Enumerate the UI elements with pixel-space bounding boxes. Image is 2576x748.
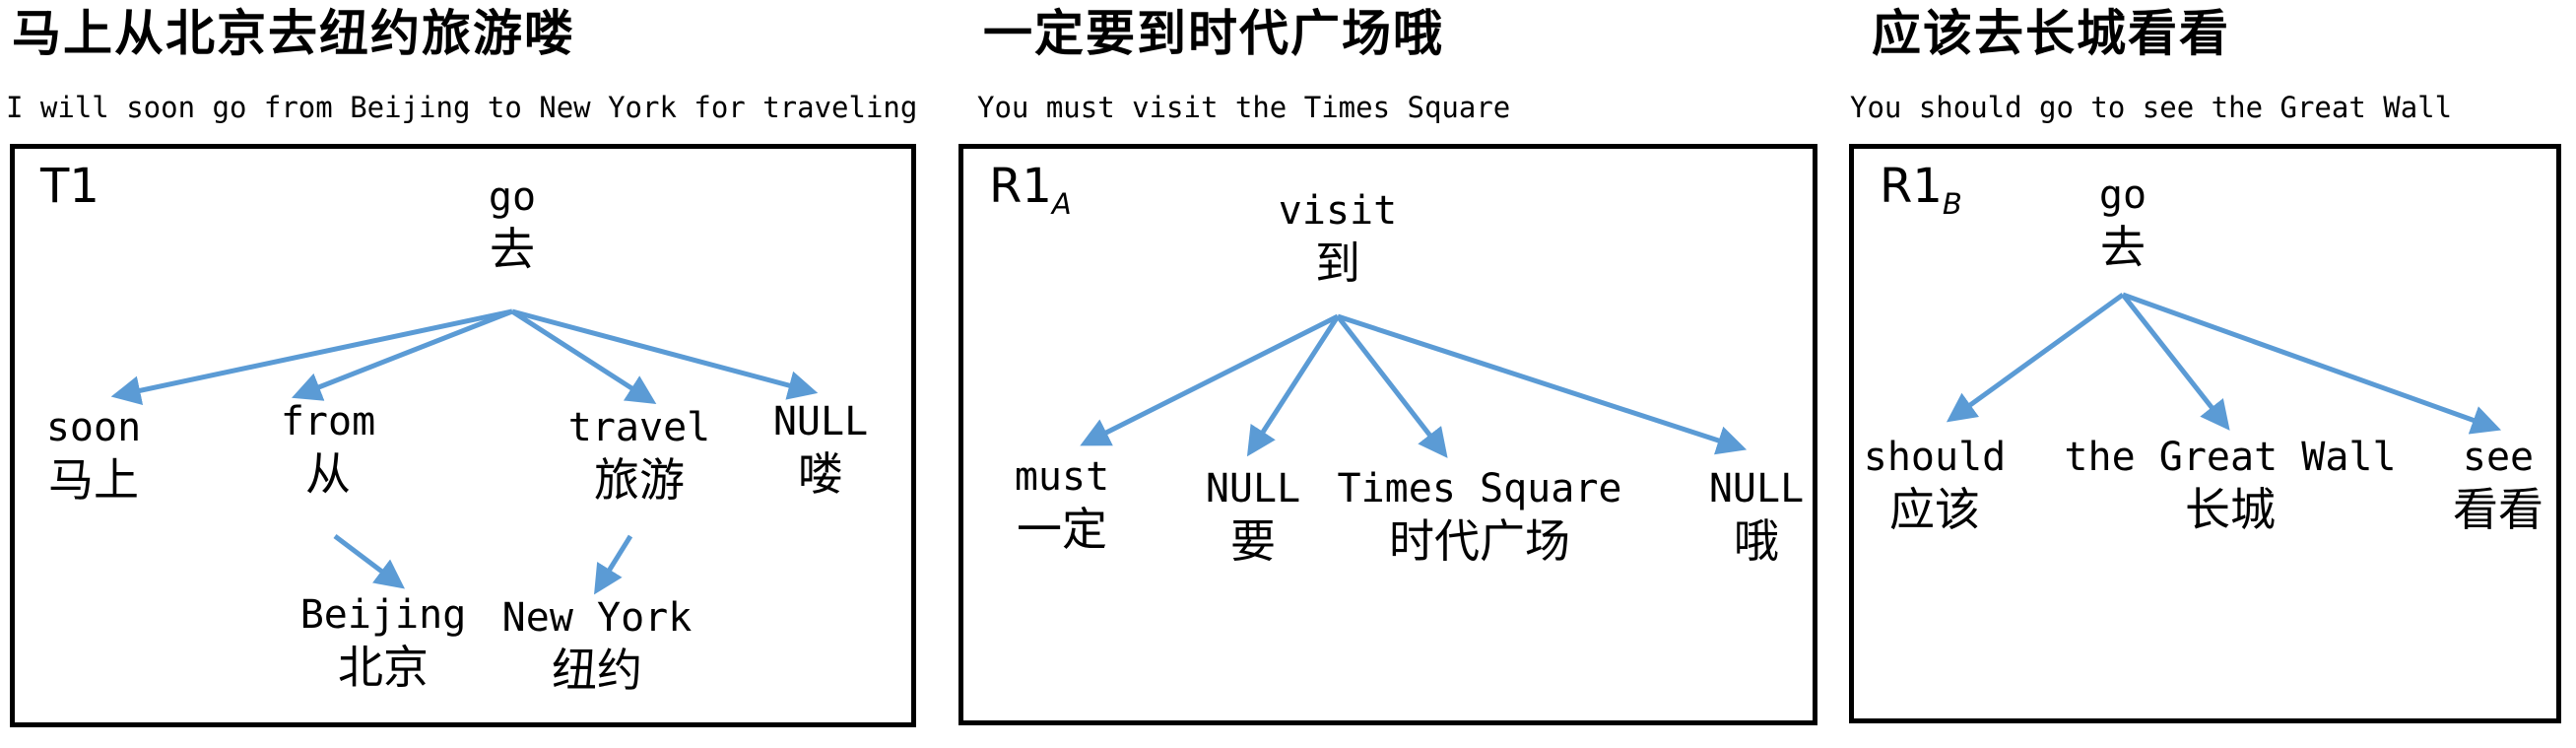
panel1-grandchild-node-beijing: Beijing 北京 — [300, 594, 467, 691]
node-english: travel — [567, 405, 711, 450]
node-chinese: 旅游 — [594, 453, 685, 507]
panel3-tree-box: R1B go 去 should 应该 the Great Wall 长城 see… — [1849, 144, 2561, 723]
panel2-subtitle-english: You must visit the Times Square — [977, 91, 1511, 124]
edge-visit-to-null1 — [1246, 314, 1341, 457]
panel1-child-node-from: from 从 — [281, 401, 375, 498]
node-chinese: 时代广场 — [1388, 514, 1570, 568]
node-english: the Great Wall — [2064, 435, 2397, 480]
panel2-tree-edges-graphic — [1080, 313, 1748, 458]
edge-go-to-should — [1946, 292, 2125, 423]
edge-visit-to-times-square — [1336, 314, 1448, 458]
panel3-root-node: go 去 — [2099, 174, 2147, 271]
panel3-box-label-subscript: B — [1942, 187, 1962, 221]
edge-from-to-beijing — [333, 534, 405, 589]
panel3-subtitle-english: You should go to see the Great Wall — [1850, 91, 2453, 124]
edge-go-to-great-wall — [2121, 293, 2230, 431]
edge-go-to-from — [292, 308, 513, 401]
edge-go-to-soon — [110, 308, 513, 405]
node-english: must — [1014, 454, 1110, 500]
panel2-root-node: visit 到 — [1279, 190, 1397, 287]
node-english: see — [2462, 435, 2535, 480]
node-english: NULL — [1205, 466, 1301, 511]
node-chinese: 长城 — [2185, 483, 2276, 536]
node-english: should — [1863, 435, 2007, 480]
edge-go-to-null — [511, 308, 819, 400]
node-english: Beijing — [299, 592, 467, 638]
panel2-tree-box: R1A visit 到 must 一定 NULL 要 Times Square … — [958, 144, 1817, 725]
panel3-box-label: R1B — [1880, 163, 1962, 219]
panel2-root-english: visit — [1278, 188, 1398, 234]
node-chinese: 应该 — [1889, 483, 1980, 536]
panel3-root-chinese: 去 — [2099, 221, 2146, 274]
node-chinese: 北京 — [337, 641, 429, 694]
node-chinese: 马上 — [47, 453, 139, 507]
panel2-box-label-subscript: A — [1051, 187, 1072, 221]
node-english: from — [280, 399, 376, 444]
node-english: New York — [501, 595, 693, 641]
panel2-child-node-null1: NULL 要 — [1206, 468, 1300, 565]
panel3-child-node-great-wall: the Great Wall 长城 — [2064, 437, 2396, 533]
panel3-root-english: go — [2098, 172, 2147, 218]
panel3-tree-edges-graphic — [1946, 292, 2502, 435]
node-chinese: 哦 — [1733, 514, 1779, 568]
panel1-grandchild-node-newyork: New York 纽约 — [502, 597, 693, 694]
panel2-child-node-times-square: Times Square 时代广场 — [1338, 468, 1622, 565]
panel3-title-chinese: 应该去长城看看 — [1872, 4, 2230, 62]
panel1-root-chinese: 去 — [489, 223, 535, 276]
node-chinese: 喽 — [797, 447, 843, 501]
panel1-box-label-text: T1 — [40, 159, 99, 214]
node-english: NULL — [1708, 466, 1805, 511]
panel2-child-node-null2: NULL 哦 — [1709, 468, 1804, 565]
node-chinese: 看看 — [2453, 483, 2543, 536]
node-chinese: 从 — [304, 447, 351, 501]
panel3-child-node-see: see 看看 — [2453, 437, 2543, 533]
panel2-child-node-must: must 一定 — [1015, 456, 1109, 553]
node-english: NULL — [772, 399, 869, 444]
panel1-root-node: go 去 — [489, 176, 536, 273]
panel2-box-label-text: R1 — [989, 159, 1052, 214]
panel1-child-node-soon: soon 马上 — [46, 407, 141, 504]
edge-travel-to-newyork — [594, 534, 633, 595]
node-chinese: 要 — [1229, 514, 1276, 568]
panel3-child-node-should: should 应该 — [1864, 437, 2007, 533]
node-english: Times Square — [1337, 466, 1622, 511]
panel1-root-english: go — [488, 174, 537, 220]
edge-visit-to-must — [1080, 313, 1340, 446]
edge-go-to-see — [2122, 292, 2502, 435]
panel1-box-label: T1 — [40, 163, 99, 219]
panel2-title-chinese: 一定要到时代广场哦 — [983, 4, 1444, 62]
panel3-box-label-text: R1 — [1880, 159, 1943, 214]
panel2-root-chinese: 到 — [1314, 237, 1360, 290]
node-english: soon — [45, 405, 142, 450]
node-chinese: 纽约 — [552, 644, 642, 697]
panel1-child-node-null: NULL 喽 — [773, 401, 868, 498]
panel1-title-chinese: 马上从北京去纽约旅游喽 — [12, 4, 575, 62]
panel1-tree-edges-graphic — [110, 308, 819, 595]
node-chinese: 一定 — [1016, 503, 1107, 556]
panel1-subtitle-english: I will soon go from Beijing to New York … — [6, 91, 918, 124]
panel1-child-node-travel: travel 旅游 — [568, 407, 711, 504]
edge-visit-to-null2 — [1337, 313, 1748, 455]
panel2-box-label: R1A — [989, 163, 1072, 219]
edge-go-to-travel — [510, 308, 657, 405]
panel1-tree-box: T1 go 去 soon 马上 from 从 travel 旅游 NULL 喽 … — [10, 144, 916, 727]
